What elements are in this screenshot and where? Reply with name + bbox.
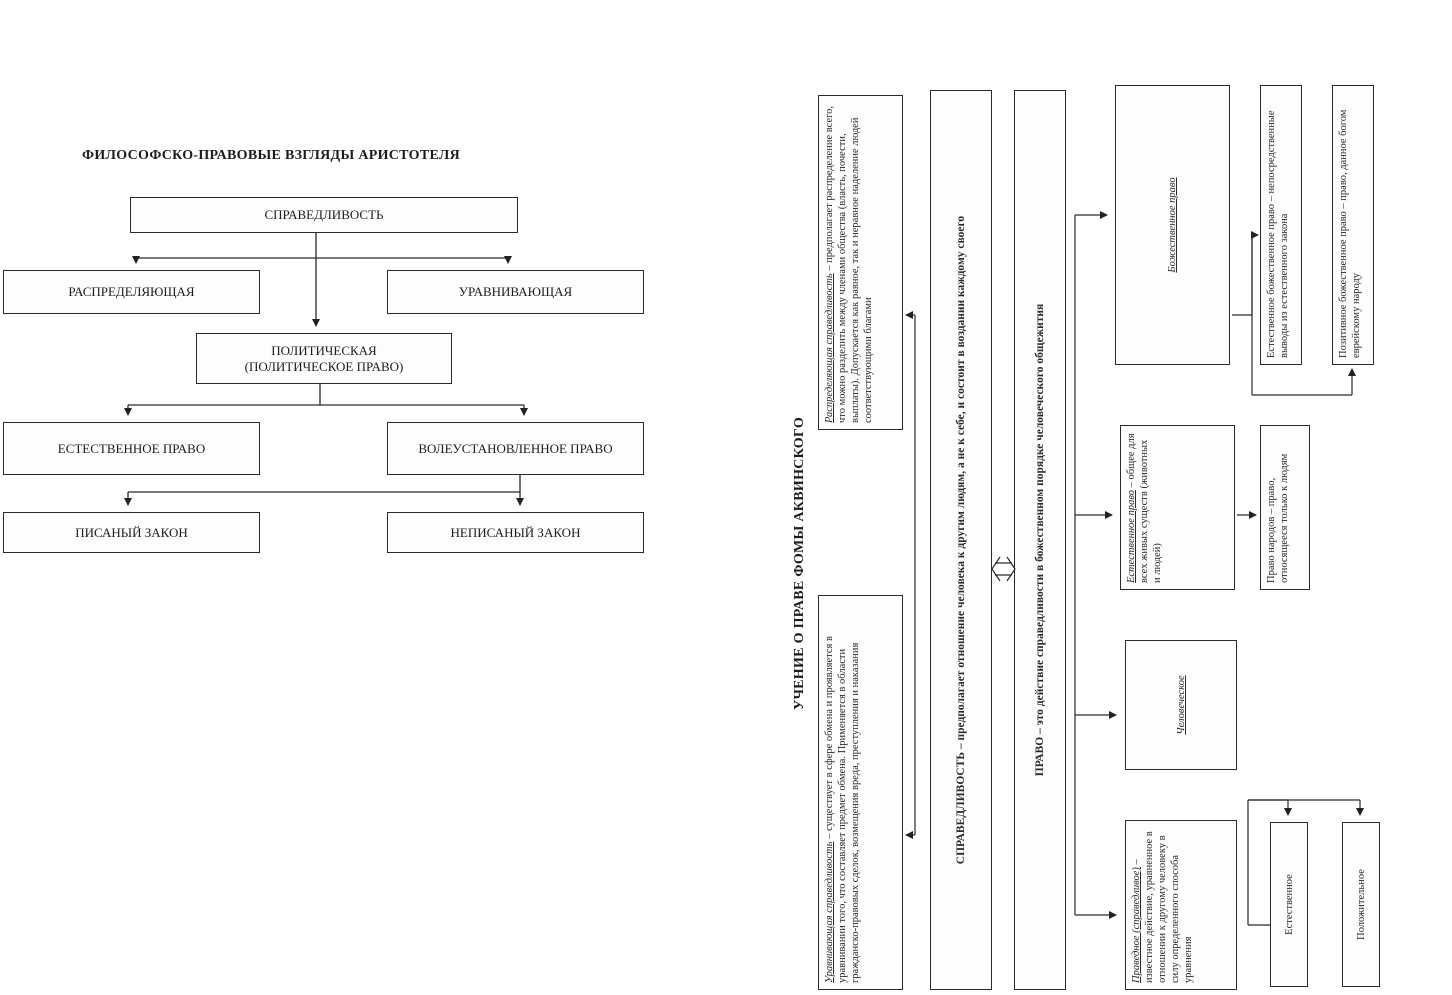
unwritten-law-box: НЕПИСАНЫЙ ЗАКОН [387, 512, 644, 553]
distributive-box: РАСПРЕДЕЛЯЮЩАЯ [3, 270, 260, 314]
aristotle-title: ФИЛОСОФСКО-ПРАВОВЫЕ ВЗГЛЯДЫ АРИСТОТЕЛЯ [82, 148, 461, 163]
political-line2: (ПОЛИТИЧЕСКОЕ ПРАВО) [244, 358, 404, 374]
aquinas-connectors [905, 211, 1364, 926]
political-box: ПОЛИТИЧЕСКАЯ (ПОЛИТИЧЕСКОЕ ПРАВО) [196, 333, 452, 384]
justice-box: СПРАВЕДЛИВОСТЬ [130, 197, 518, 233]
natural-law-box: ЕСТЕСТВЕННОЕ ПРАВО [3, 422, 260, 475]
political-line1: ПОЛИТИЧЕСКАЯ [271, 342, 377, 358]
volitional-law-box: ВОЛЕУСТАНОВЛЕННОЕ ПРАВО [387, 422, 644, 475]
equalizing-box: УРАВНИВАЮЩАЯ [387, 270, 644, 314]
aquinas-diagram: УЧЕНИЕ О ПРАВЕ ФОМЫ АКВИНСКОГО Уравниваю… [790, 0, 1452, 995]
written-law-box: ПИСАНЫЙ ЗАКОН [3, 512, 260, 553]
